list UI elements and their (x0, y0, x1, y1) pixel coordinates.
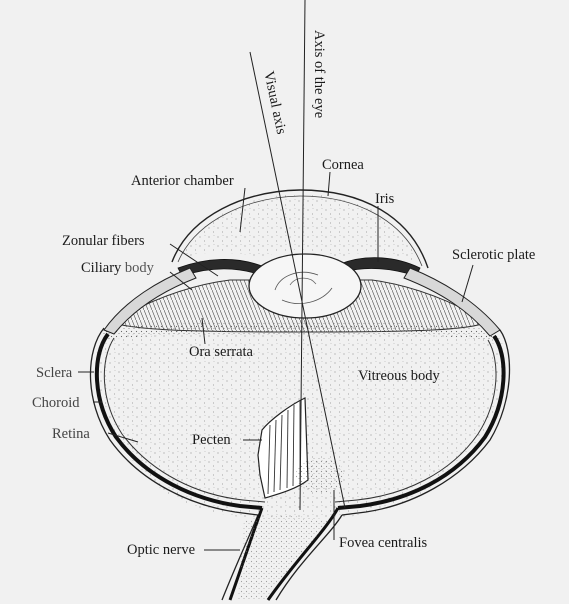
anterior-chamber (182, 194, 418, 262)
sclerotic-plate-left (103, 267, 197, 335)
sclera-wall (89, 327, 511, 516)
ciliary-word: Ciliary (81, 260, 122, 276)
anterior-chamber-label: Anterior chamber (131, 173, 234, 189)
cornea (171, 189, 429, 269)
lens (248, 253, 362, 319)
axis-of-eye-line (299, 0, 306, 511)
cornea-label: Cornea (322, 157, 364, 173)
fovea-centralis-label: Fovea centralis (339, 535, 428, 551)
sclerotic-plate-right (403, 267, 501, 337)
ciliary-label: Ciliary body (81, 261, 154, 276)
retina-label: Retina (52, 426, 90, 442)
iris-label: Iris (375, 191, 395, 207)
pecten-label: Pecten (192, 432, 231, 448)
visual-axis-line (249, 51, 346, 509)
sclera-label: Sclera (36, 365, 73, 381)
vitreous-body-label: Vitreous body (358, 368, 440, 384)
zonular-fibers-label: Zonular fibers (62, 233, 145, 249)
ora-serrata-label: Ora serrata (189, 344, 253, 360)
optic-nerve-label: Optic nerve (127, 542, 196, 558)
sclerotic-plate-label: Sclerotic plate (452, 247, 536, 263)
ora-serrata-band (102, 322, 500, 342)
axis-of-eye-label: Axis of the eye (311, 30, 327, 119)
body-word: body (124, 260, 154, 276)
choroid-label: Choroid (32, 395, 80, 411)
leader-lines (78, 171, 474, 551)
choroid-layer (94, 332, 506, 510)
